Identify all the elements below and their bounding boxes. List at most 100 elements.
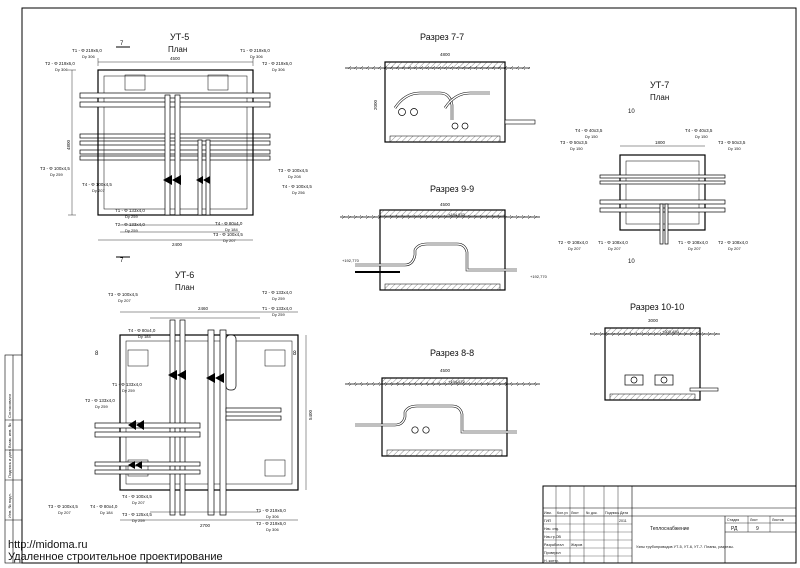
tb-role-3: Разработал	[544, 543, 564, 547]
ut5-plan: УТ-5 План 7 7	[40, 32, 312, 264]
ut5-cut-mark-bottom: 7	[120, 258, 124, 264]
ut6-label-t3-bl-du: Dу 207	[58, 510, 71, 515]
ut5-label-t4-left-du: Dу 207	[92, 188, 105, 193]
tb-org: Теплоснабжение	[650, 526, 690, 532]
ut5-dim-bottom: 2400	[172, 242, 183, 247]
ut6-label-t4-bot-du: Dу 207	[132, 500, 145, 505]
ut5-label-b-t2-du: Dу 259	[125, 228, 138, 233]
ut5-label-b-t1: Т1 - Ф 133х4,0	[115, 208, 145, 213]
ut5-valves	[163, 175, 210, 185]
ut5-label-t3-right: Т3 - Ф 100х4,5	[278, 168, 308, 173]
tb-year: 2011	[619, 519, 627, 523]
ut6-label-t2-top-du: Dу 259	[272, 296, 285, 301]
ut5-label-t2-left: Т2 - Ф 219х6,0	[45, 61, 75, 66]
ut6-dim-bottom: 2700	[200, 523, 211, 528]
ut5-label-t1-right: Т1 - Ф 219х6,0	[240, 48, 270, 53]
ut6-plan: УТ-6 План 8 8	[48, 270, 313, 532]
tb-role-5: Н. контр.	[544, 559, 559, 563]
s88-title: Разрез 8-8	[430, 348, 474, 358]
tb-sheet: 9	[756, 526, 759, 532]
watermark-url[interactable]: http://midoma.ru	[8, 539, 88, 551]
ut5-dim-top: 4500	[170, 56, 181, 61]
ut5-label-b-t3-du: Dу 207	[223, 238, 236, 243]
ut7-label-t3-left: Т3 - Ф 50х3,5	[560, 140, 588, 145]
ut7-label-t1-right-du: Dу 207	[688, 246, 701, 251]
ut5-label-t1-right-du: Dу 306	[250, 54, 263, 59]
ut6-label-t4-top-du: Dу 184	[138, 334, 151, 339]
tb-stage: РД	[731, 526, 738, 532]
ut6-label-t3-bot-du: Dу 259	[132, 518, 145, 523]
s77-title: Разрез 7-7	[420, 32, 464, 42]
tb-hdr-5: Дата	[620, 511, 628, 515]
s1010-width: 3000	[648, 318, 659, 323]
tb-sheet-label: Лист	[750, 518, 758, 522]
ut6-label-t4-bot: Т4 - Ф 100х4,5	[122, 494, 152, 499]
ut7-label-t1-left-du: Dу 207	[608, 246, 621, 251]
ut6-label-t4-top: Т4 - Ф 80х4,0	[128, 328, 156, 333]
ut5-label-t3-left: Т3 - Ф 100х4,5	[40, 166, 70, 171]
ut7-pipes	[599, 174, 726, 245]
ut7-label-t1-left: Т1 - Ф 108х4,0	[598, 240, 628, 245]
ut7-label-t2-right: Т2 - Ф 108х4,0	[718, 240, 748, 245]
ut6-label-t1-br: Т1 - Ф 219х6,0	[256, 508, 286, 513]
ut7-label-t4-right-du: Dу 150	[695, 134, 708, 139]
ut7-cut-mark-bottom: 10	[628, 259, 635, 265]
ut7-label-t4-left: Т4 - Ф 40х3,5	[575, 128, 603, 133]
side-stamp-sign-date: Подпись и дата	[7, 448, 12, 478]
tb-name-3: Жаров	[571, 543, 582, 547]
ut6-dim-top: 2460	[198, 306, 209, 311]
ut5-label-t4-left: Т4 - Ф 100х4,5	[82, 182, 112, 187]
ut7-label-t2-left-du: Dу 207	[568, 246, 581, 251]
ut7-label-t2-left: Т2 - Ф 108х4,0	[558, 240, 588, 245]
ut6-cut-mark-left: 8	[95, 351, 99, 357]
ut6-label-t2-br: Т2 - Ф 219х6,0	[256, 521, 286, 526]
ut6-label-t4-bl: Т4 - Ф 80х4,0	[90, 504, 118, 509]
ut7-cut-mark-top: 10	[628, 109, 635, 115]
s99-width: 4500	[440, 202, 451, 207]
s77-chamber	[384, 61, 506, 143]
ut7-label-t3-right: Т3 - Ф 50х3,5	[718, 140, 746, 145]
s99-right-elev: +192,770	[530, 274, 548, 279]
ut5-label-b-t4-du: Dу 184	[225, 227, 238, 232]
ut7-title: УТ-7	[650, 80, 669, 90]
side-stamp-agreed: Согласовано	[7, 393, 12, 418]
s88-elev: +194,670	[448, 379, 466, 384]
ut6-label-t1-br-du: Dу 306	[266, 514, 279, 519]
ut6-label-t1-top: Т1 - Ф 133х4,0	[262, 306, 292, 311]
s99-title: Разрез 9-9	[430, 184, 474, 194]
ut6-valves	[128, 370, 224, 469]
s1010-chamber	[604, 327, 701, 401]
section-10-10: Разрез 10-10 3000 +200,450	[590, 302, 720, 401]
s99-left-elev: +192,770	[342, 258, 360, 263]
ut6-pipes	[94, 319, 282, 516]
tb-hdr-3: № док.	[586, 511, 598, 515]
s1010-elev: +200,450	[662, 329, 680, 334]
ut5-title: УТ-5	[170, 32, 189, 42]
ut6-cut-mark-right: 8	[293, 351, 297, 357]
ut6-label-t2-left: Т2 - Ф 133х4,0	[85, 398, 115, 403]
ut5-subtitle: План	[168, 45, 187, 54]
tb-sheets-label: Листов	[772, 518, 784, 522]
ut6-label-t1-top-du: Dу 259	[272, 312, 285, 317]
side-stamps	[4, 354, 23, 564]
ut5-label-t1-left-du: Dу 306	[82, 54, 95, 59]
ut5-label-t1-left: Т1 - Ф 219х6,0	[72, 48, 102, 53]
tb-hdr-2: Лист	[571, 511, 579, 515]
ut6-label-t3-bot: Т3 - Ф 125х4,5	[122, 512, 152, 517]
ut5-branch-pipes	[164, 94, 211, 216]
tb-role-2: Нач.гр.ОВ	[544, 535, 561, 539]
ut7-label-t4-right: Т4 - Ф 40х3,5	[685, 128, 713, 133]
s88-width: 4500	[440, 368, 451, 373]
s1010-title: Разрез 10-10	[630, 302, 684, 312]
ut5-label-t2-right: Т2 - Ф 219х6,0	[262, 61, 292, 66]
ut6-label-t2-left-du: Dу 259	[95, 404, 108, 409]
sheet-frame	[21, 7, 797, 564]
tb-role-1: Нач. отд.	[544, 527, 559, 531]
ut5-label-b-t2: Т2 - Ф 133х4,0	[115, 222, 145, 227]
ut5-dim-left: 4800	[66, 139, 71, 150]
title-block	[542, 485, 797, 564]
section-7-7: Разрез 7-7 4800 2000	[345, 32, 536, 143]
ut6-label-t1-left: Т1 - Ф 133х4,0	[112, 382, 142, 387]
